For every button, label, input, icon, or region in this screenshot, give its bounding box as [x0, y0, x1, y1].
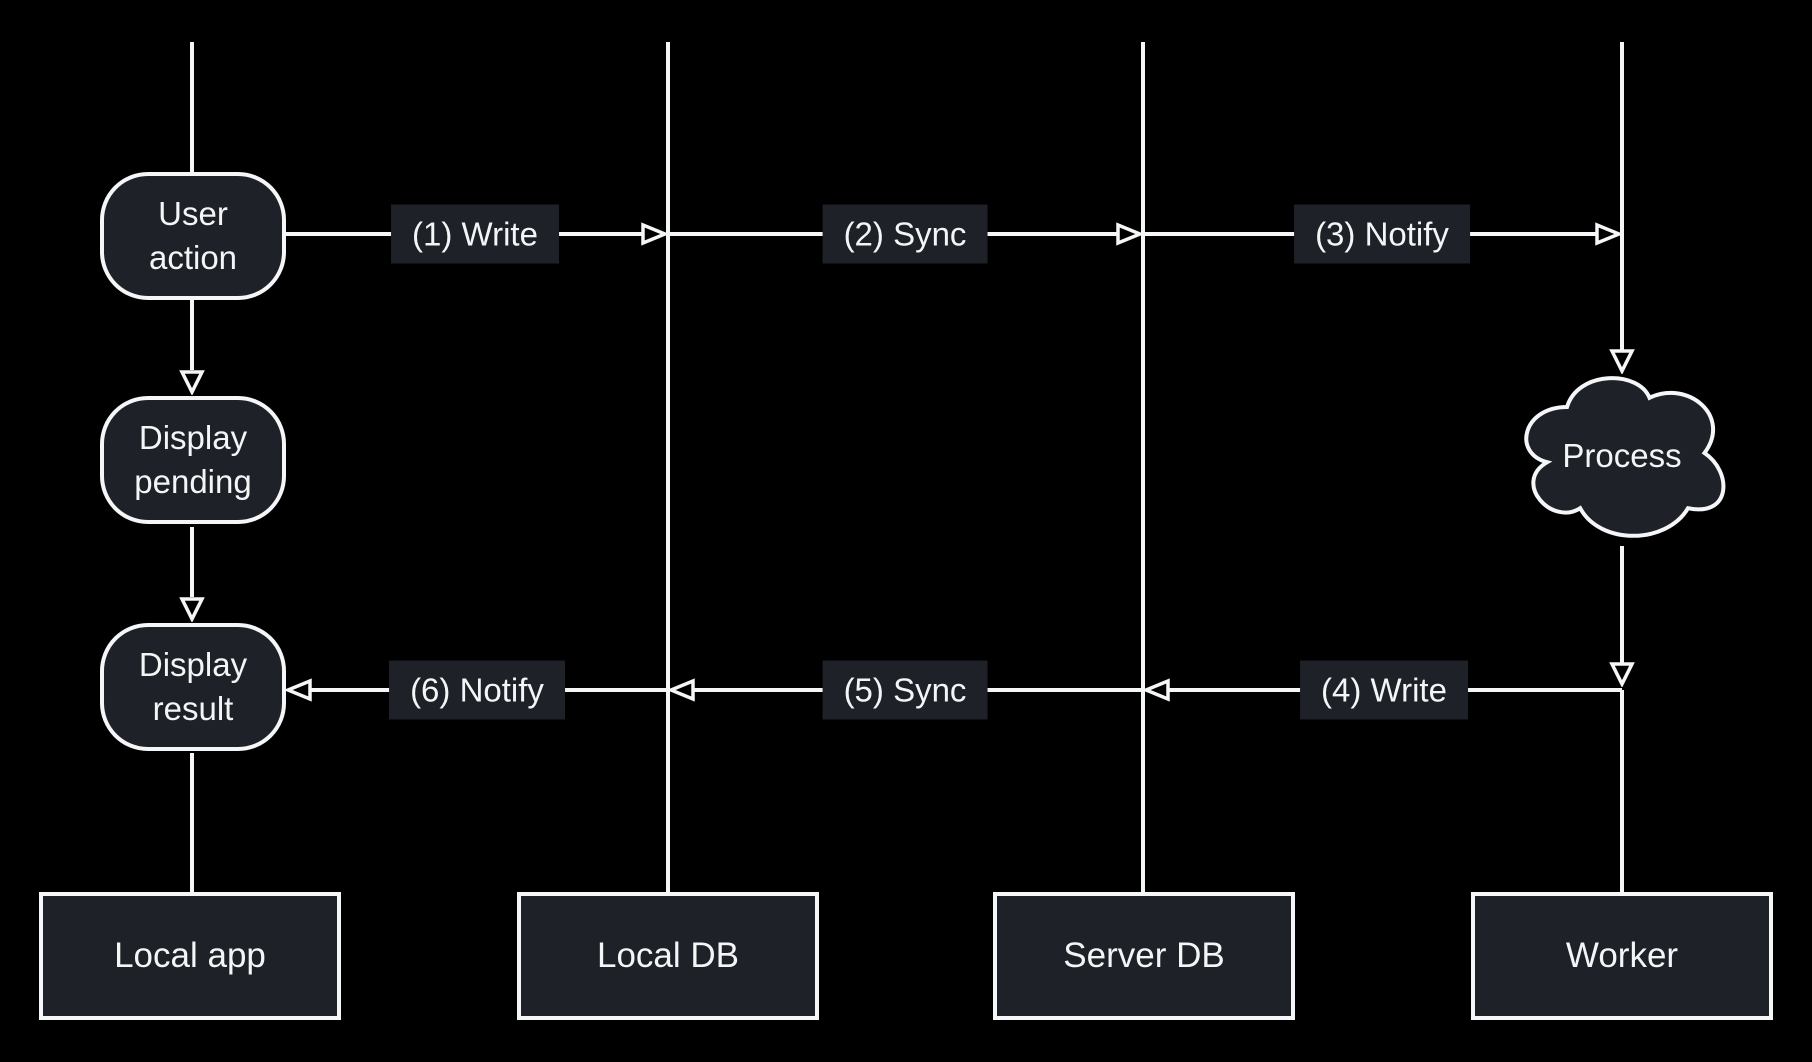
arrowhead-left-icon — [285, 678, 312, 702]
edge-label-6-notify: (6) Notify — [389, 660, 565, 720]
arrowhead-right-icon — [1595, 222, 1622, 246]
edge-label-3-notify: (3) Notify — [1294, 204, 1470, 264]
arrowhead-down-icon — [1609, 349, 1635, 374]
lifeline-worker-bottom — [1620, 690, 1624, 892]
arrowhead-left-icon — [668, 678, 695, 702]
lifeline-server-db — [1141, 42, 1145, 892]
edge-label-4-write: (4) Write — [1300, 660, 1468, 720]
lifeline-worker-top — [1620, 42, 1624, 350]
arrowhead-right-icon — [1116, 222, 1143, 246]
arrowhead-right-icon — [641, 222, 668, 246]
node-display-pending: Display pending — [100, 396, 286, 524]
connector-user-action-to-pending — [190, 300, 194, 370]
edge-label-1-write: (1) Write — [391, 204, 559, 264]
connector-pending-to-result — [190, 527, 194, 597]
actor-local-app: Local app — [39, 892, 341, 1020]
arrowhead-down-icon — [1609, 662, 1635, 687]
lifeline-local-app-top — [190, 42, 194, 172]
node-process-cloud: Process — [1512, 361, 1732, 545]
arrowhead-down-icon — [179, 370, 205, 395]
node-display-result: Display result — [100, 623, 286, 751]
actor-server-db: Server DB — [993, 892, 1295, 1020]
node-process-label: Process — [1562, 437, 1682, 474]
node-user-action: User action — [100, 172, 286, 300]
cloud-shape-icon — [1524, 376, 1726, 538]
lifeline-local-app-bottom — [190, 753, 194, 892]
arrowhead-left-icon — [1143, 678, 1170, 702]
lifeline-worker-mid — [1620, 546, 1624, 663]
edge-label-2-sync: (2) Sync — [822, 204, 988, 264]
arrowhead-down-icon — [179, 597, 205, 622]
actor-local-db: Local DB — [517, 892, 819, 1020]
actor-worker: Worker — [1471, 892, 1773, 1020]
edge-label-5-sync: (5) Sync — [822, 660, 988, 720]
lifeline-local-db — [666, 42, 670, 892]
